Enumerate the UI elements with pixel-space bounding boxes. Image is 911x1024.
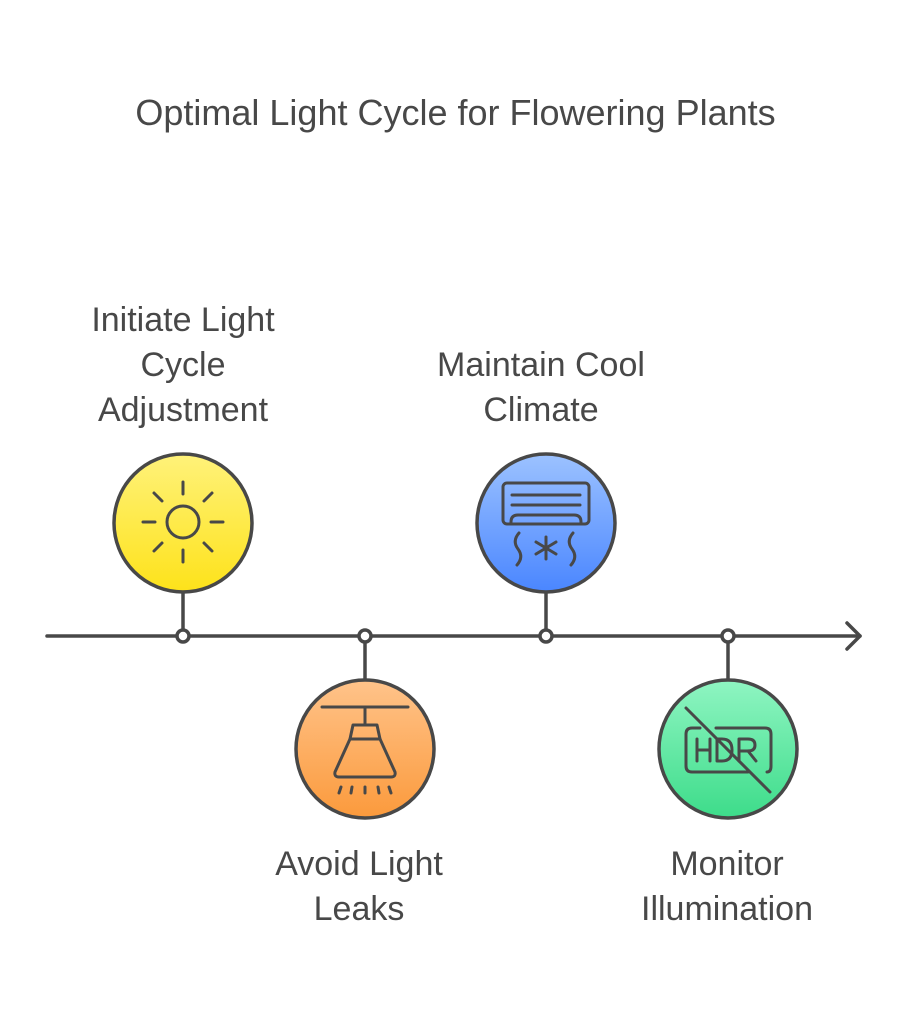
step-label-3: Maintain Cool Climate — [437, 346, 645, 429]
timeline-node-2 — [357, 628, 373, 644]
step-circle-1 — [112, 452, 254, 594]
step-circle-2 — [294, 678, 436, 820]
step-label-2: Avoid Light Leaks — [275, 845, 443, 928]
timeline-node-4 — [720, 628, 736, 644]
pendant-lamp-icon — [320, 705, 410, 795]
timeline-node-3 — [538, 628, 554, 644]
air-conditioner-icon — [501, 481, 591, 567]
step-label-4: Monitor Illumination — [641, 845, 813, 928]
diagram-title: Optimal Light Cycle for Flowering Plants — [135, 92, 776, 133]
step-label-1: Initiate Light Cycle Adjustment — [91, 301, 275, 429]
sun-icon — [141, 480, 225, 564]
timeline-node-1 — [175, 628, 191, 644]
arrow-head-icon — [845, 621, 862, 651]
hdr-off-icon — [684, 706, 773, 794]
